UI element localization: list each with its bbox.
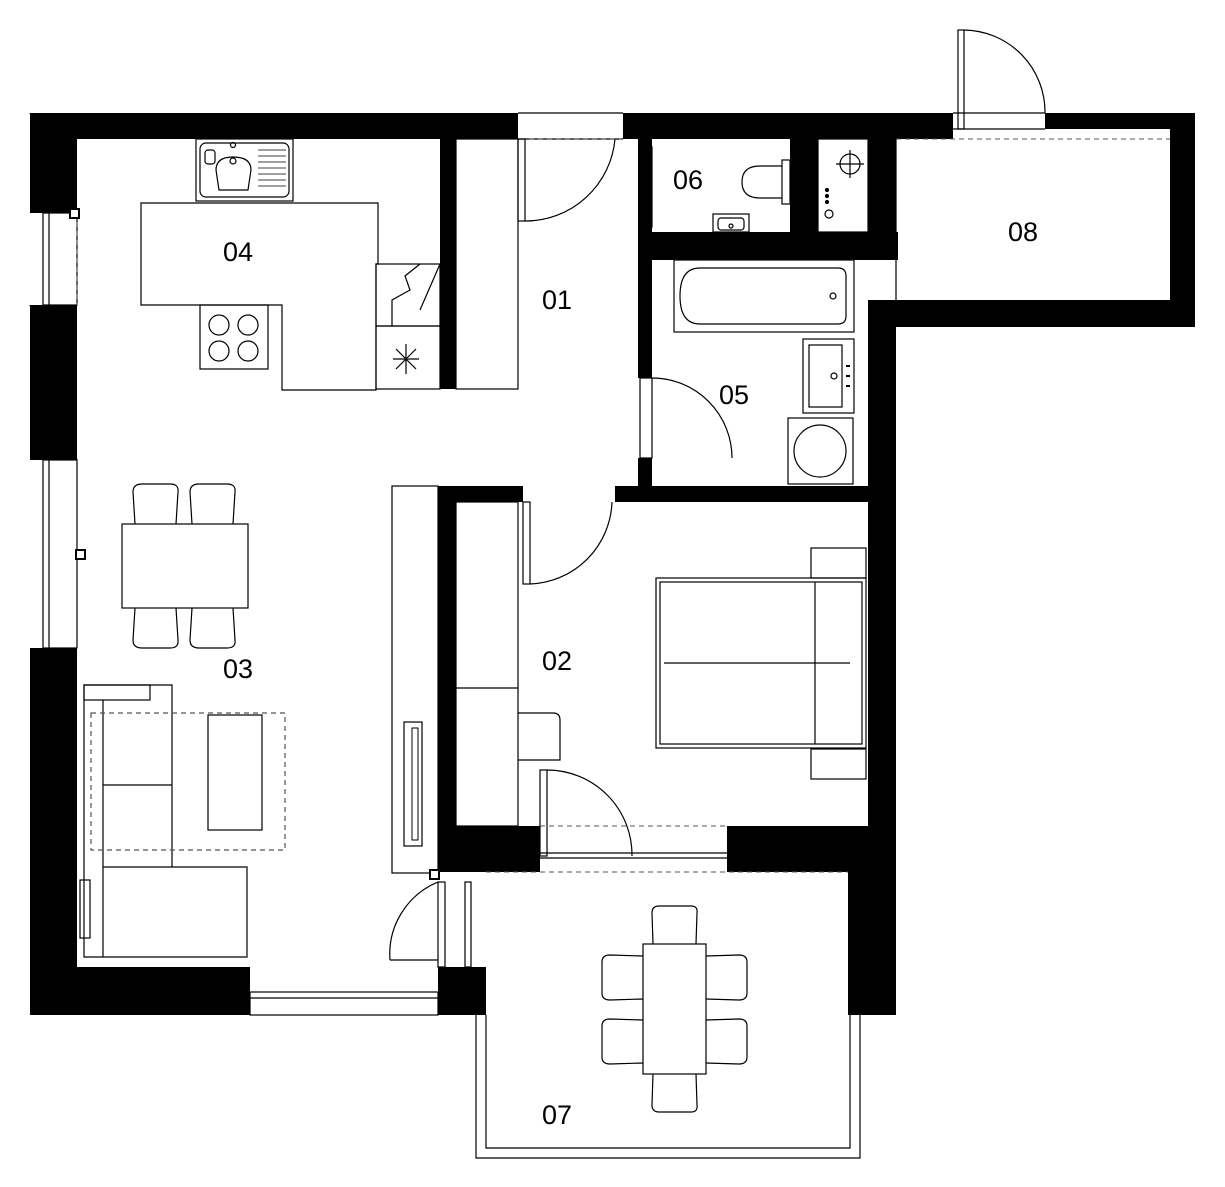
doors [389, 29, 1046, 968]
markers [69, 208, 440, 880]
dining-table-icon [601, 905, 748, 1113]
bedroom [455, 501, 867, 827]
living-room [79, 483, 439, 958]
room-label-04: 04 [223, 237, 253, 267]
bathtub-icon [673, 259, 855, 333]
gas-stove-icon [817, 138, 869, 233]
room-label-06: 06 [673, 165, 703, 195]
bathroom [673, 138, 869, 485]
fridge-icon [375, 325, 441, 390]
room-label-02: 02 [542, 646, 572, 676]
toilet-icon [712, 159, 791, 233]
washing-machine-icon [787, 417, 854, 485]
double-bed-icon [655, 547, 867, 780]
dashed-lines [76, 138, 1170, 967]
room-label-07: 07 [542, 1100, 572, 1130]
room-label-01: 01 [542, 285, 572, 315]
balcony [475, 905, 861, 1159]
washbasin-icon [802, 338, 855, 414]
tv-icon [391, 485, 439, 874]
room-label-05: 05 [719, 380, 749, 410]
cooktop-icon [199, 304, 269, 370]
dining-table-icon [121, 483, 249, 649]
kitchen [140, 138, 519, 391]
kitchen-sink-icon [195, 138, 294, 202]
sofa-icon [79, 684, 248, 958]
room-label-03: 03 [223, 654, 253, 684]
room-labels: 01 02 03 04 05 06 07 08 [223, 165, 1038, 1130]
room-label-08: 08 [1008, 217, 1038, 247]
